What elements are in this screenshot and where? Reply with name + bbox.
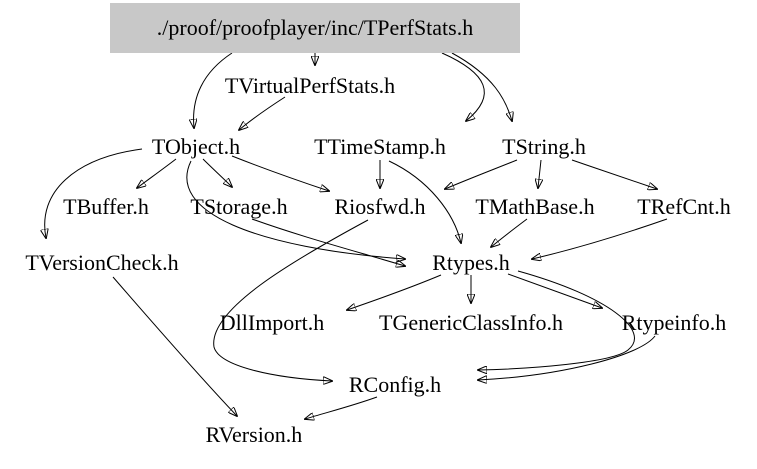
edge-rtypeinfo-rconfig bbox=[478, 335, 656, 380]
node-rtypeinfo[interactable]: Rtypeinfo.h bbox=[621, 310, 727, 335]
node-tmathbase[interactable]: TMathBase.h bbox=[475, 194, 595, 219]
node-rtypes[interactable]: Rtypes.h bbox=[432, 250, 510, 275]
edge-rconfig-rversion bbox=[305, 396, 378, 419]
node-rconfig[interactable]: RConfig.h bbox=[348, 372, 442, 397]
node-tbuffer[interactable]: TBuffer.h bbox=[63, 194, 149, 219]
edge-tobject-tstorage bbox=[202, 158, 232, 187]
node-trefcnt[interactable]: TRefCnt.h bbox=[637, 194, 731, 219]
edge-tmathbase-rtypes bbox=[491, 218, 528, 247]
node-riosfwd[interactable]: Riosfwd.h bbox=[334, 194, 426, 219]
edge-tstorage-rtypes bbox=[251, 218, 405, 266]
edge-tobject-tversioncheck bbox=[45, 148, 143, 238]
edge-ttimestamp-rtypes bbox=[388, 160, 461, 243]
edge-root-tobject bbox=[194, 52, 233, 128]
edge-rtypes-dllimport bbox=[347, 274, 442, 310]
node-dllimport[interactable]: DllImport.h bbox=[219, 310, 325, 335]
root-node-label: ./proof/proofplayer/inc/TPerfStats.h bbox=[156, 15, 474, 40]
node-rversion[interactable]: RVersion.h bbox=[205, 422, 303, 447]
edge-riosfwd-rconfig bbox=[213, 219, 369, 381]
edge-tstring-tmathbase bbox=[538, 159, 541, 188]
edge-tstring-riosfwd bbox=[445, 159, 518, 189]
edge-tobject-rtypes bbox=[186, 160, 405, 259]
edge-trefcnt-rtypes bbox=[532, 218, 668, 259]
node-tobject[interactable]: TObject.h bbox=[151, 134, 241, 159]
edge-tobject-riosfwd bbox=[231, 155, 329, 191]
node-tversioncheck[interactable]: TVersionCheck.h bbox=[25, 250, 179, 275]
edge-tobject-tbuffer bbox=[137, 158, 177, 188]
node-tstring[interactable]: TString.h bbox=[502, 134, 586, 159]
edge-rtypes-rtypeinfo bbox=[507, 273, 602, 308]
edge-root-ttimestamp bbox=[441, 52, 485, 121]
node-ttimestamp[interactable]: TTimeStamp.h bbox=[314, 134, 446, 159]
edge-root-tstring bbox=[451, 52, 512, 121]
edge-rtypes-rconfig bbox=[478, 270, 635, 370]
edge-tstring-trefcnt bbox=[571, 159, 657, 189]
node-tgenericclassinfo[interactable]: TGenericClassInfo.h bbox=[379, 310, 563, 335]
edge-tvirtualperfstats-tobject bbox=[239, 96, 286, 130]
node-tstorage[interactable]: TStorage.h bbox=[190, 194, 288, 219]
node-tvirtualperfstats[interactable]: TVirtualPerfStats.h bbox=[224, 73, 396, 98]
edge-tversioncheck-rversion bbox=[112, 276, 237, 416]
node-tperfstats-root: ./proof/proofplayer/inc/TPerfStats.h bbox=[110, 3, 520, 53]
